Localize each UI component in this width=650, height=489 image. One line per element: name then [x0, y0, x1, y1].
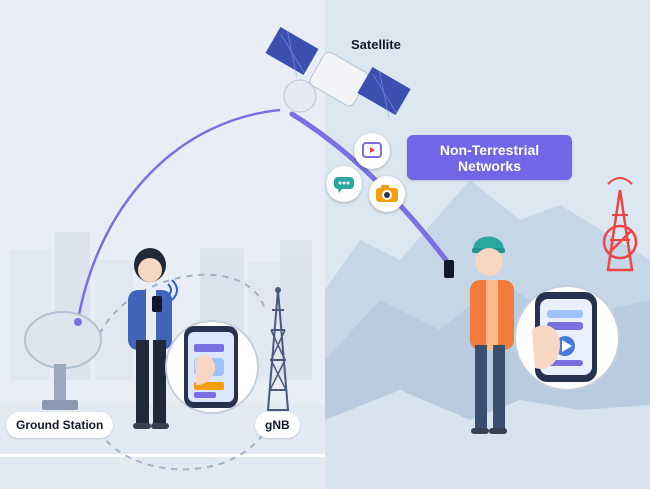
city-skyline: [10, 232, 312, 380]
chat-bubble-icon: [334, 177, 354, 193]
coverage-arc-upper: [94, 273, 266, 346]
road-dashes: [8, 454, 294, 457]
ground-station-label: Ground Station: [6, 412, 114, 438]
signal-wifi-icon: [167, 279, 178, 301]
person-right: [444, 236, 514, 434]
ntn-box: Non-Terrestrial Networks: [407, 135, 572, 180]
camera-icon: [376, 185, 398, 202]
video-badge: [354, 133, 390, 169]
cell-tower-icon: [266, 287, 290, 411]
satellite-dish-icon: [24, 311, 102, 410]
video-play-icon: [362, 142, 382, 158]
smartphone-icon: [444, 260, 454, 278]
person-left: [128, 248, 172, 429]
phone-zoom-right: [514, 285, 620, 391]
ntn-title-line2: Networks: [457, 157, 522, 174]
gnb-label: gNB: [255, 412, 300, 438]
satellite-label: Satellite: [351, 37, 401, 52]
satellite-to-user-link: [289, 111, 449, 263]
ground-station-to-satellite-link: [76, 108, 281, 321]
cell-tower-disabled-icon: [602, 177, 638, 272]
ntn-title-line1: Non-Terrestrial: [439, 141, 540, 158]
camera-badge: [369, 176, 405, 212]
phone-zoom-left: [165, 320, 259, 414]
chat-badge: [326, 166, 362, 202]
road-marking: [0, 454, 325, 457]
satellite-icon: [265, 27, 411, 119]
coverage-arc: [94, 409, 276, 471]
